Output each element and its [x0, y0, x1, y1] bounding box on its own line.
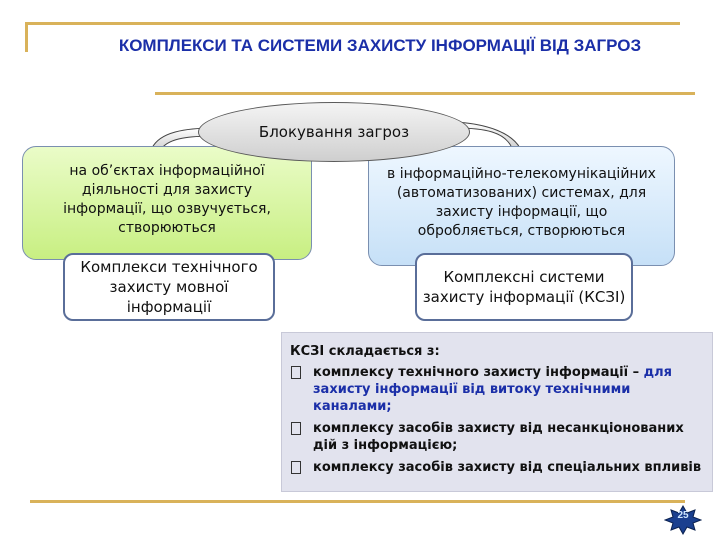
- kszi-composition-panel: КСЗІ складається з: комплексу технічного…: [281, 332, 713, 492]
- threat-blocking-label: Блокування загроз: [258, 123, 410, 141]
- slide-title: КОМПЛЕКСИ ТА СИСТЕМИ ЗАХИСТУ ІНФОРМАЦІЇ …: [118, 36, 642, 55]
- page-number: 25: [677, 510, 689, 521]
- its-info-box: в інформаційно-телекомунікаційних (автом…: [368, 146, 675, 266]
- left-frame-line: [25, 22, 28, 52]
- bullet-box-icon: [291, 461, 301, 474]
- list-item: комплексу засобів захисту від несанкціон…: [290, 420, 702, 454]
- kszi-label-box: Комплексні системи захисту інформації (К…: [415, 253, 633, 321]
- kszi-label: Комплексні системи захисту інформації (К…: [422, 268, 626, 306]
- kszi-composition-heading: КСЗІ складається з:: [290, 344, 440, 359]
- speech-info-box: на об’єктах інформаційної діяльності для…: [22, 146, 312, 260]
- list-item-highlight: для захисту інформації від витоку техніч…: [313, 365, 672, 414]
- list-item-text: комплексу засобів захисту від спеціальни…: [313, 460, 702, 475]
- list-item: комплексу технічного захисту інформації …: [290, 364, 702, 415]
- page-badge-icon: [664, 505, 702, 535]
- list-item: комплексу засобів захисту від спеціальни…: [290, 459, 702, 476]
- bottom-frame-line: [30, 500, 685, 503]
- bullet-box-icon: [291, 366, 301, 379]
- top-frame-line: [25, 22, 680, 25]
- bullet-box-icon: [291, 422, 301, 435]
- list-item-text: комплексу технічного захисту інформації …: [313, 365, 644, 380]
- speech-info-text: на об’єктах інформаційної діяльності для…: [63, 163, 271, 236]
- title-underline: [155, 92, 695, 95]
- list-item-text: комплексу засобів захисту від несанкціон…: [313, 421, 684, 453]
- technical-protection-label: Комплекси технічного захисту мовної інфо…: [80, 258, 258, 316]
- threat-blocking-ellipse: Блокування загроз: [198, 102, 470, 162]
- technical-protection-label-box: Комплекси технічного захисту мовної інфо…: [63, 253, 275, 321]
- its-info-text: в інформаційно-телекомунікаційних (автом…: [387, 166, 656, 239]
